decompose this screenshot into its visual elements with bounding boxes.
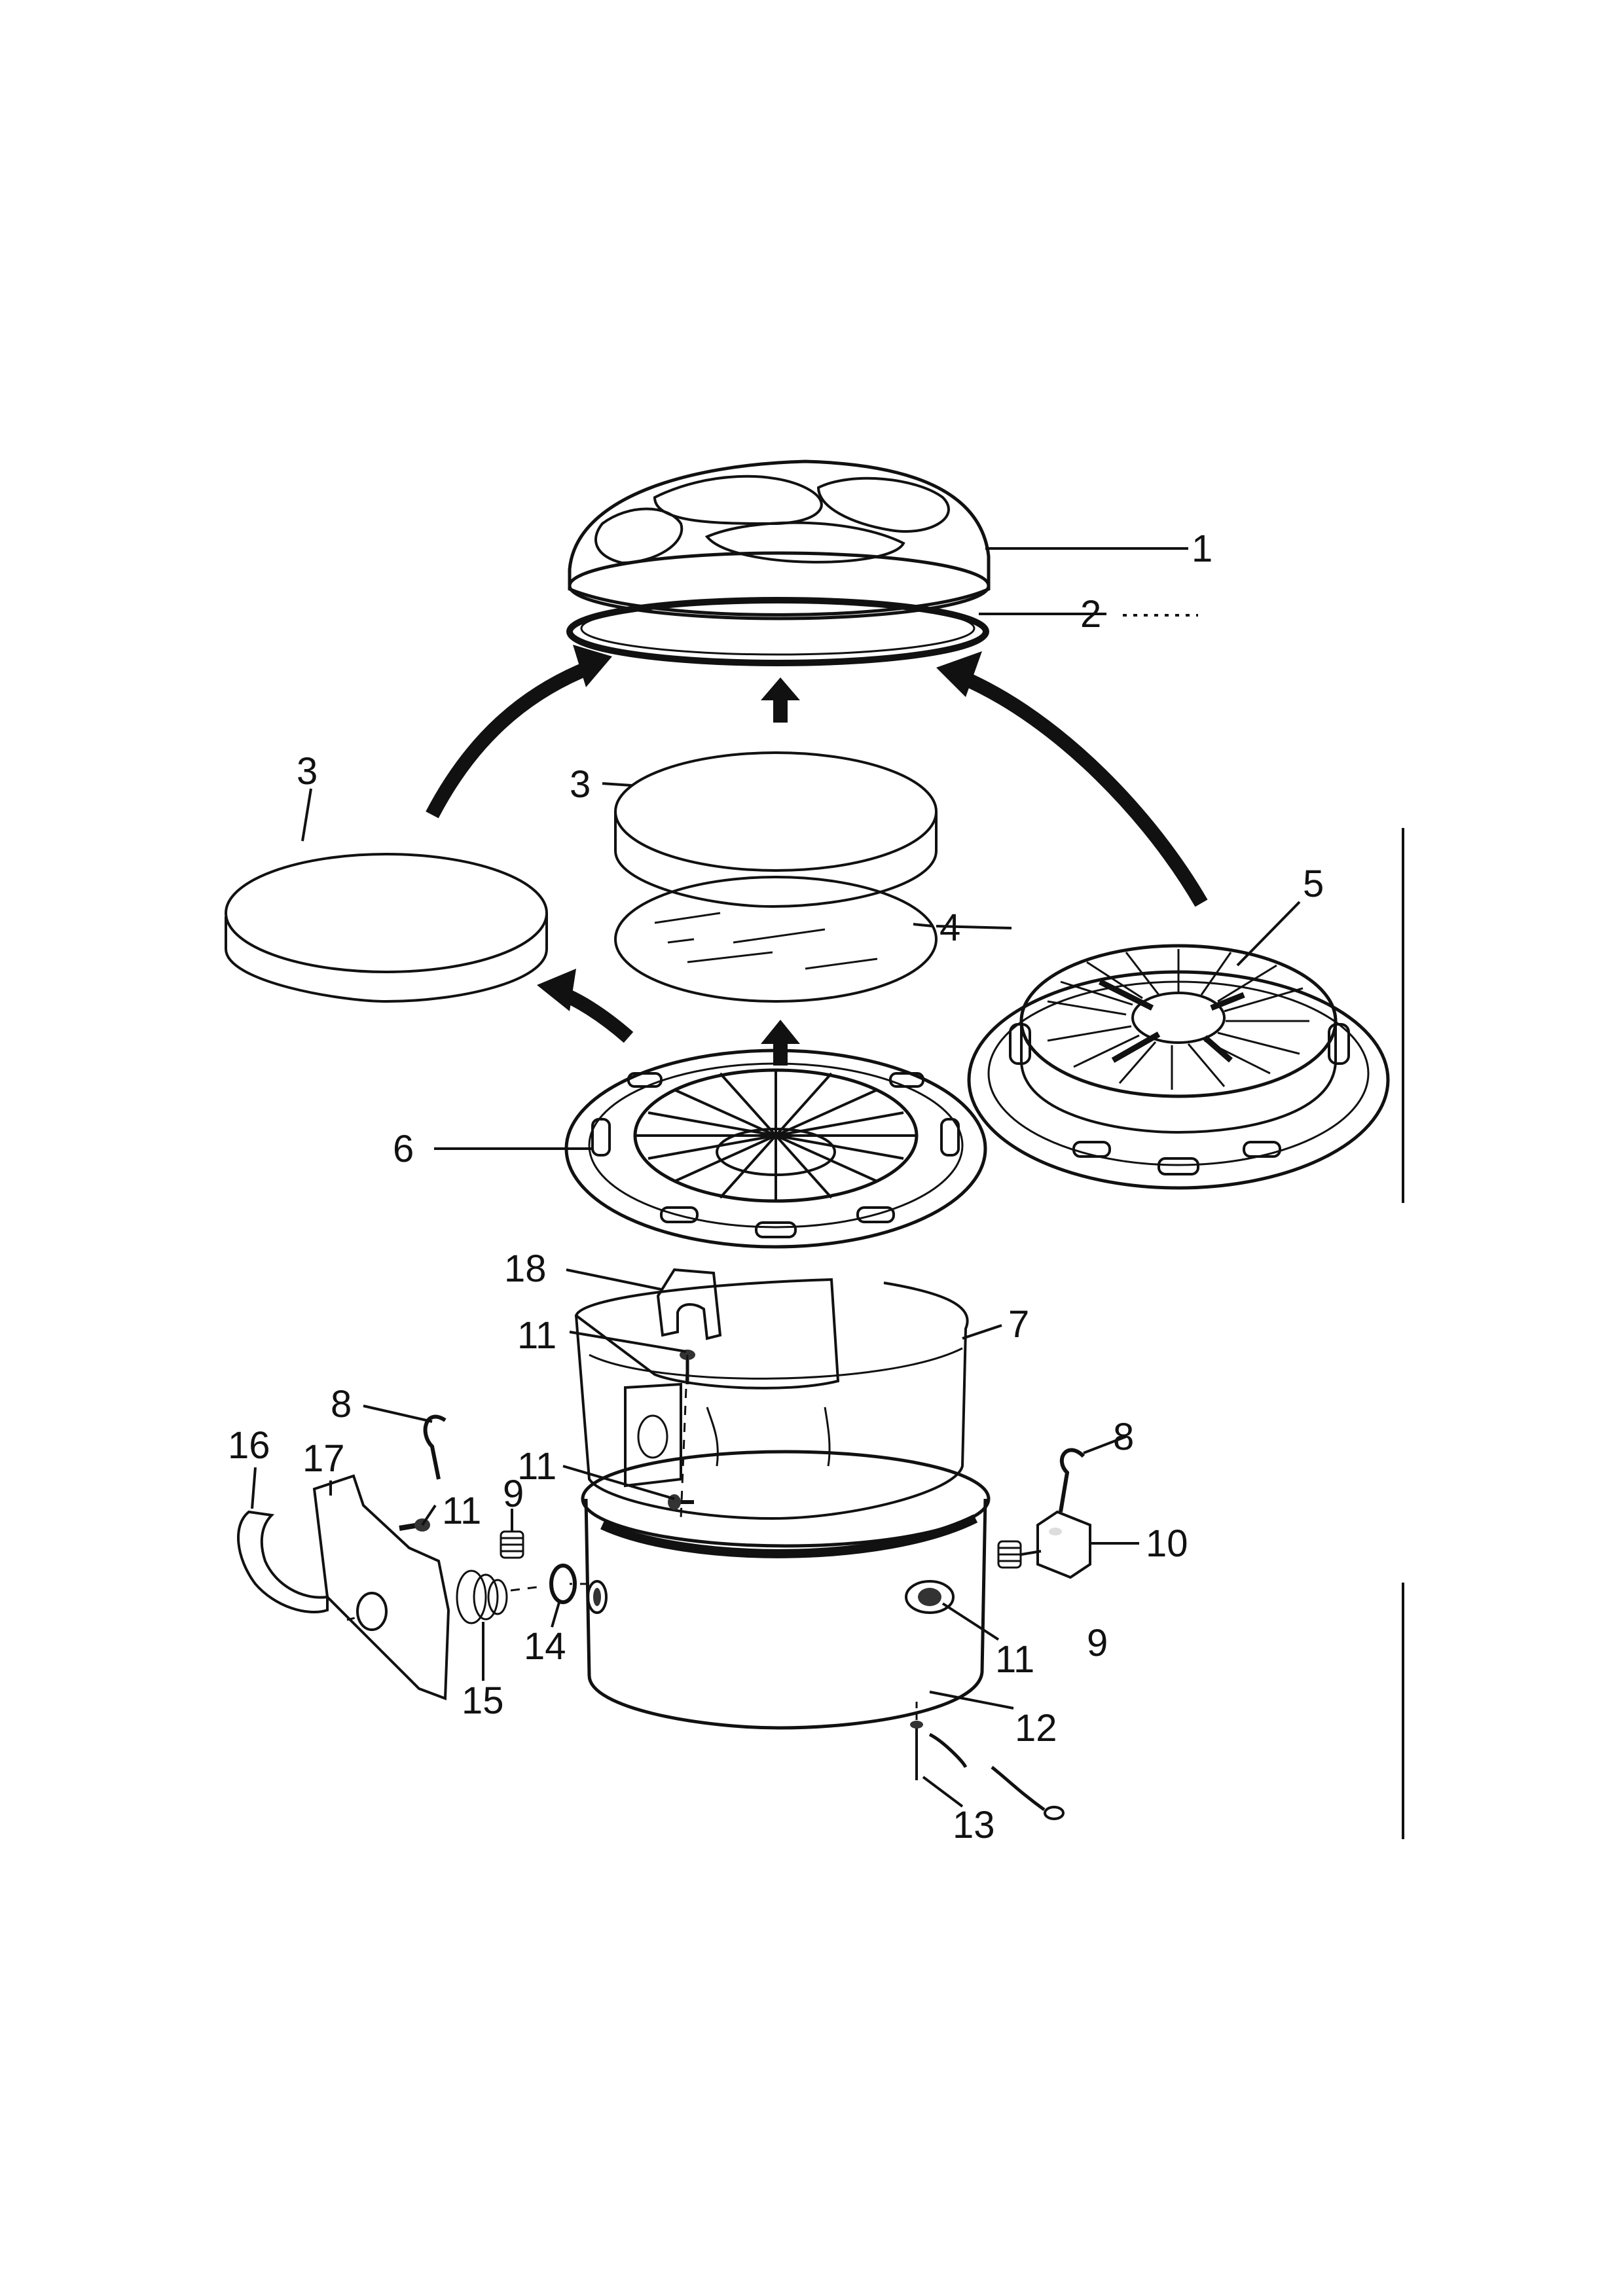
part-12-container-drum <box>581 1450 991 1730</box>
label-8-right: 8 <box>1113 1416 1134 1458</box>
label-16: 16 <box>228 1424 270 1467</box>
label-17: 17 <box>302 1437 345 1480</box>
part-9-springs <box>500 1530 1022 1569</box>
part-14-ring <box>549 1564 577 1604</box>
part-15-spring-bushing <box>456 1570 508 1624</box>
label-3-left: 3 <box>297 750 318 793</box>
part-10-latch-block <box>1036 1510 1091 1579</box>
assembly-guide-lines <box>346 1354 918 1721</box>
label-18: 18 <box>504 1247 547 1290</box>
label-11-mid: 11 <box>517 1445 556 1488</box>
label-11-left: 11 <box>442 1490 481 1532</box>
part-3-foam-filter-left <box>225 853 548 1003</box>
label-7: 7 <box>1008 1303 1029 1346</box>
label-2: 2 <box>1080 593 1101 636</box>
part-2-gasket-ring <box>566 597 989 666</box>
part-1-lid <box>568 459 991 620</box>
part-6-filter-basket <box>564 1049 987 1249</box>
part-8-hooks <box>423 1414 1085 1513</box>
part-5-cartridge-filter <box>967 944 1390 1190</box>
label-5: 5 <box>1303 863 1324 905</box>
flow-arrows <box>426 645 1208 1066</box>
part-number-labels: 1 2 3 3 4 5 6 7 8 8 9 9 10 11 11 11 11 1… <box>228 528 1324 1846</box>
leader-lines <box>251 547 1301 1808</box>
part-17-latch-lever <box>312 1474 450 1700</box>
label-14: 14 <box>524 1625 566 1668</box>
label-12: 12 <box>1015 1707 1057 1749</box>
label-1: 1 <box>1192 528 1213 570</box>
part-18-clip <box>656 1268 722 1340</box>
label-9-left: 9 <box>503 1473 524 1515</box>
label-9-right: 9 <box>1087 1622 1108 1664</box>
label-4: 4 <box>939 906 960 949</box>
label-13: 13 <box>953 1804 995 1846</box>
part-7-filter-bag <box>574 1278 969 1520</box>
label-11-top: 11 <box>517 1314 556 1357</box>
part-3-foam-filter-center <box>614 751 938 908</box>
label-3-center: 3 <box>570 763 591 806</box>
label-8-left: 8 <box>331 1383 352 1426</box>
label-10: 10 <box>1146 1522 1188 1565</box>
part-13-ground-cable <box>910 1721 1065 1820</box>
label-11-right: 11 <box>995 1638 1034 1681</box>
part-16-handle-grip <box>237 1510 329 1613</box>
part-4-filter-disc <box>614 876 938 1003</box>
label-6: 6 <box>393 1128 414 1170</box>
label-15: 15 <box>462 1679 504 1722</box>
